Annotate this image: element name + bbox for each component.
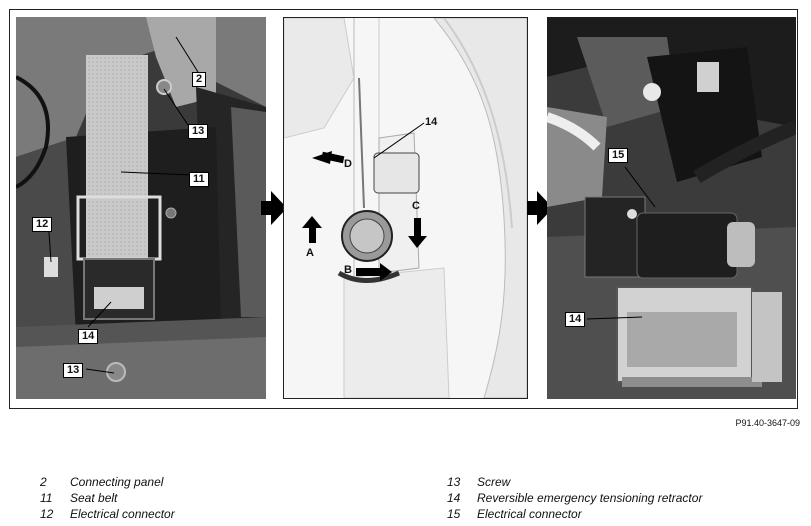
legend-number: 2	[40, 475, 47, 489]
legend-number: 14	[447, 491, 461, 505]
legend-number: 13	[447, 475, 461, 489]
legend-label: Seat belt	[70, 491, 118, 505]
callout-14: 14	[78, 329, 99, 344]
legend-label: Connecting panel	[70, 475, 164, 489]
callout-12: 12	[32, 217, 53, 232]
callout-15: 15	[608, 148, 629, 163]
legend-label: Reversible emergency tensioning retracto…	[477, 491, 703, 505]
legend-item: 13 Screw	[447, 474, 702, 490]
legend-label: Screw	[477, 475, 511, 489]
figure-reference: P91.40-3647-09	[735, 418, 800, 428]
arrow-label-d: D	[344, 158, 352, 170]
callout-14-photo: 14	[565, 312, 586, 327]
legend-number: 11	[40, 491, 53, 505]
arrow-label-b: B	[344, 264, 352, 276]
legend-label: Electrical connector	[477, 507, 582, 521]
photo-panel-3: 15 14	[547, 17, 796, 399]
legend-label: Electrical connector	[70, 507, 175, 521]
arrow-label-a: A	[306, 247, 314, 259]
legend-number: 15	[447, 507, 461, 521]
callout-14-diagram: 14	[425, 116, 438, 128]
legend-item: 15 Electrical connector	[447, 506, 702, 522]
legend-item: 2 Connecting panel	[40, 474, 175, 490]
diagram-panel-2: 14 D C A B	[283, 17, 528, 399]
legend-item: 12 Electrical connector	[40, 506, 175, 522]
callout-2: 2	[192, 72, 207, 87]
legend-item: 11 Seat belt	[40, 490, 175, 506]
legend-left: 2 Connecting panel 11 Seat belt 12 Electric…	[40, 474, 175, 522]
legend-right: 13 Screw 14 Reversible emergency tensionin…	[447, 474, 702, 522]
legend-number: 12	[40, 507, 54, 521]
callout-11: 11	[189, 172, 209, 187]
photo-1-illustration	[16, 17, 266, 399]
photo-3-illustration	[547, 17, 796, 399]
callout-13-upper: 13	[188, 124, 209, 139]
legend-item: 14 Reversible emergency tensioning retrac…	[447, 490, 702, 506]
arrow-label-c: C	[412, 200, 420, 212]
photo-panel-1: 2 13 11 12 14 13	[16, 17, 266, 399]
callout-13-lower: 13	[63, 363, 84, 378]
diagram-2-illustration	[284, 18, 527, 398]
